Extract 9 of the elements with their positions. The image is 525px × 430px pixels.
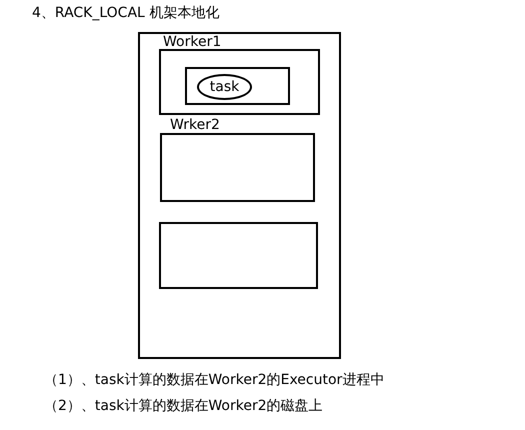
box — [159, 222, 318, 289]
rack-box — [138, 32, 341, 359]
task-ellipse: task — [197, 74, 252, 100]
title: 4、RACK_LOCAL 机架本地化 — [32, 4, 220, 22]
worker-label: Worker1 — [163, 34, 222, 50]
note-text: （2）、task计算的数据在Worker2的磁盘上 — [44, 397, 323, 415]
note-text: （1）、task计算的数据在Worker2的Executor进程中 — [44, 371, 384, 389]
worker-label: Wrker2 — [170, 117, 220, 133]
box — [185, 67, 290, 105]
